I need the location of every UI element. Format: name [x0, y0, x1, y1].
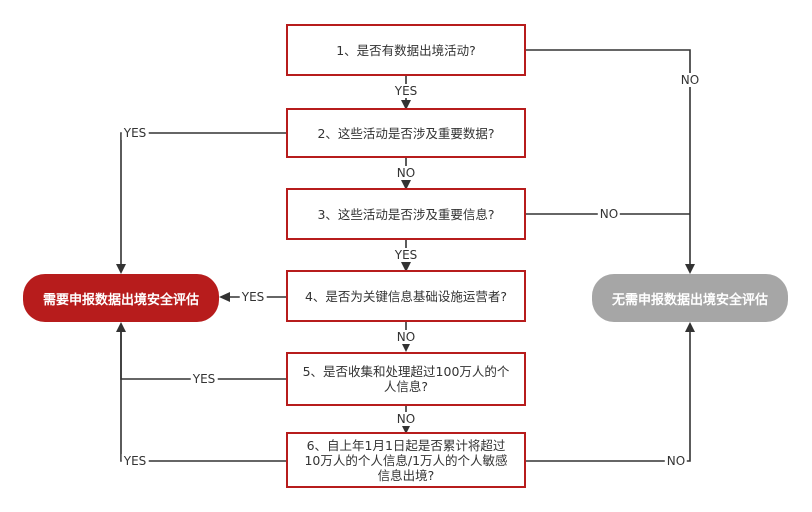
question-3-text: 3、这些活动是否涉及重要信息? [317, 206, 495, 222]
edge-q6-not-required [526, 332, 691, 462]
label-q3-none: NO [597, 207, 621, 221]
outcome-required: 需要申报数据出境安全评估 [23, 274, 219, 322]
question-6-text-line2: 10万人的个人信息/1万人的个人敏感 [304, 452, 508, 468]
question-6-box: 6、自上年1月1日起是否累计将超过 10万人的个人信息/1万人的个人敏感 信息出… [286, 432, 526, 488]
question-3-box: 3、这些活动是否涉及重要信息? [286, 188, 526, 240]
outcome-not-required: 无需申报数据出境安全评估 [592, 274, 788, 322]
edge-q1-not-required [526, 49, 691, 266]
arrowhead [219, 292, 230, 302]
question-5-box: 5、是否收集和处理超过100万人的个 人信息? [286, 352, 526, 406]
label-q1-none: NO [678, 73, 702, 87]
label-q3-q4: YES [392, 248, 420, 262]
question-4-box: 4、是否为关键信息基础设施运营者? [286, 270, 526, 322]
label-q2-required: YES [121, 126, 149, 140]
arrowhead [401, 424, 411, 434]
question-1-text: 1、是否有数据出境活动? [336, 42, 476, 58]
label-q4-required: YES [239, 290, 267, 304]
arrowhead [401, 180, 411, 190]
label-q2-q3: NO [394, 166, 418, 180]
label-q5-q6: NO [394, 412, 418, 426]
outcome-not-required-text: 无需申报数据出境安全评估 [611, 292, 768, 308]
arrowhead [401, 262, 411, 272]
label-q5-required: YES [190, 372, 218, 386]
question-5-text-line2: 人信息? [383, 379, 429, 394]
label-q6-none: NO [664, 454, 688, 468]
question-1-box: 1、是否有数据出境活动? [286, 24, 526, 76]
arrowhead [685, 322, 695, 332]
arrowhead [685, 264, 695, 274]
label-q6-required: YES [121, 454, 149, 468]
question-4-text: 4、是否为关键信息基础设施运营者? [304, 288, 508, 304]
question-2-box: 2、这些活动是否涉及重要数据? [286, 108, 526, 158]
question-6-text-line1: 6、自上年1月1日起是否累计将超过 [306, 437, 506, 453]
question-5-text-line1: 5、是否收集和处理超过100万人的个 [302, 364, 510, 379]
question-6-text-line3: 信息出境? [377, 467, 435, 483]
edge-q6-required [120, 330, 286, 462]
label-q1-q2: YES [392, 84, 420, 98]
label-q4-q5: NO [394, 330, 418, 344]
arrowhead [401, 100, 411, 110]
arrowhead [116, 322, 126, 332]
question-2-text: 2、这些活动是否涉及重要数据? [317, 125, 495, 141]
arrowhead [401, 342, 411, 352]
outcome-required-text: 需要申报数据出境安全评估 [42, 292, 199, 308]
edge-q2-required [120, 132, 286, 264]
arrowhead [116, 264, 126, 274]
